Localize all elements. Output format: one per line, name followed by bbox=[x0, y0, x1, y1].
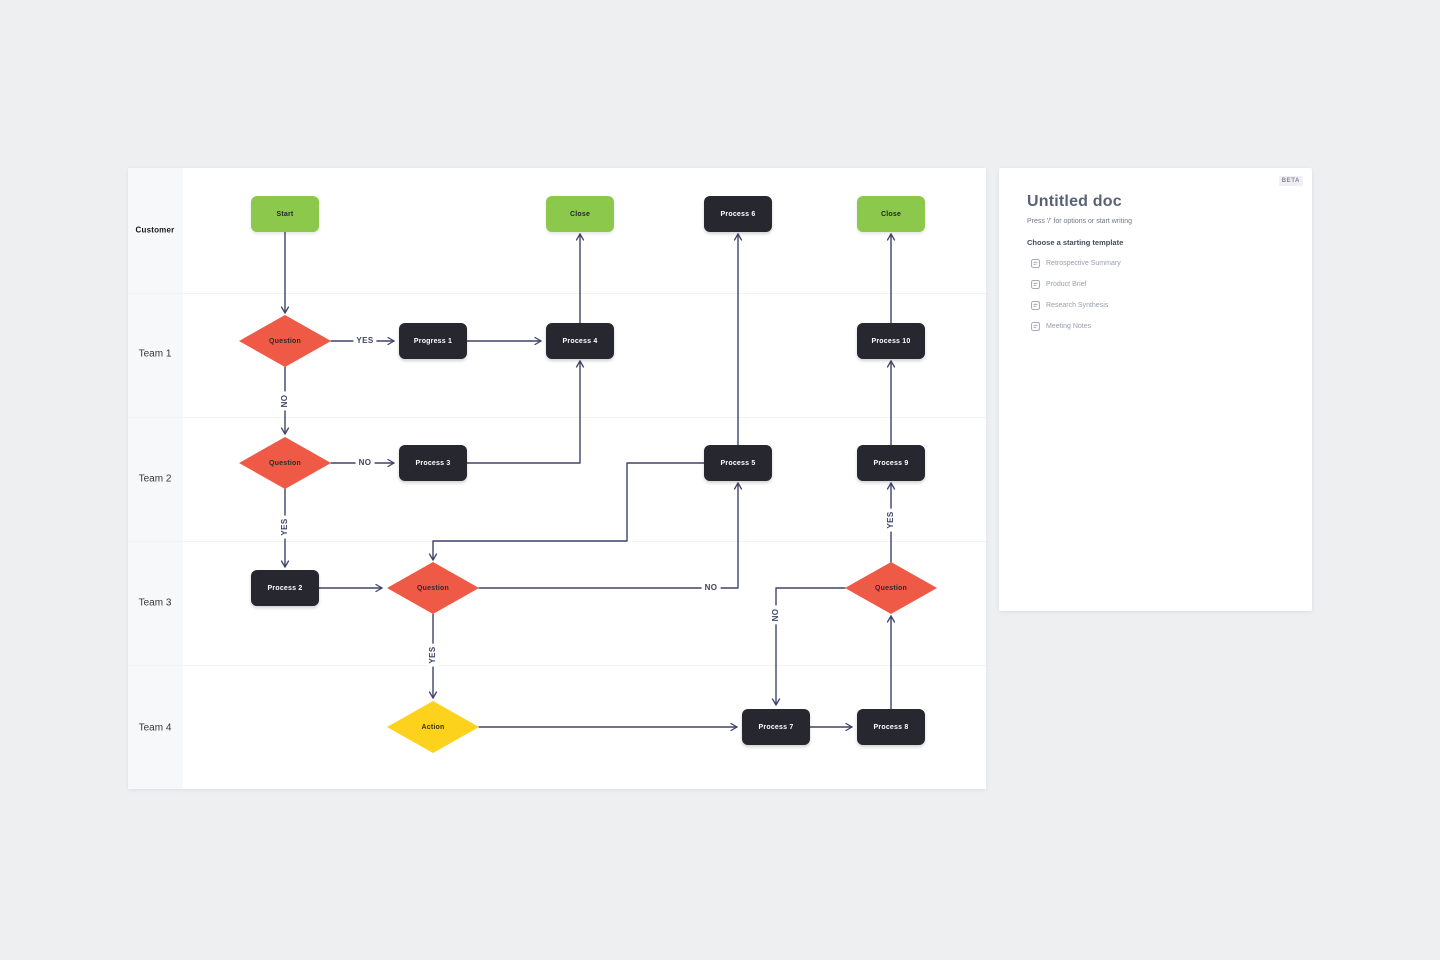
edge-label-yes[interactable]: YES bbox=[428, 643, 438, 667]
template-item-label: Retrospective Summary bbox=[1046, 260, 1121, 267]
document-template-icon bbox=[1031, 301, 1040, 310]
document-template-icon bbox=[1031, 322, 1040, 331]
swimlane-label-column bbox=[128, 168, 183, 789]
template-item-retrospective-summary[interactable]: Retrospective Summary bbox=[1027, 259, 1284, 268]
template-item-research-synthesis[interactable]: Research Synthesis bbox=[1027, 301, 1284, 310]
edge-process3-process4 bbox=[466, 360, 585, 464]
flowchart-canvas[interactable]: Customer Team 1 Team 2 Team 3 Team 4 YES bbox=[128, 168, 986, 789]
doc-editor-placeholder[interactable]: Press '/' for options or start writing bbox=[1027, 218, 1132, 225]
edge-process5-question3 bbox=[428, 462, 705, 561]
edge-label-yes[interactable]: YES bbox=[280, 515, 290, 539]
edge-label-yes[interactable]: YES bbox=[353, 336, 377, 346]
node-process-6[interactable]: Process 6 bbox=[704, 196, 772, 232]
lane-label-team1[interactable]: Team 1 bbox=[138, 348, 172, 360]
lane-divider bbox=[128, 665, 986, 666]
node-process-9[interactable]: Process 9 bbox=[857, 445, 925, 481]
node-close-2[interactable]: Close bbox=[857, 196, 925, 232]
document-template-icon bbox=[1031, 259, 1040, 268]
node-process-3[interactable]: Process 3 bbox=[399, 445, 467, 481]
templates-heading: Choose a starting template bbox=[1027, 238, 1124, 247]
beta-badge: BETA bbox=[1278, 176, 1303, 186]
template-item-label: Research Synthesis bbox=[1046, 302, 1109, 309]
lane-divider bbox=[128, 293, 986, 294]
node-process-8[interactable]: Process 8 bbox=[857, 709, 925, 745]
edge-label-no[interactable]: NO bbox=[355, 458, 375, 468]
lane-label-customer[interactable]: Customer bbox=[135, 225, 175, 235]
node-process-2[interactable]: Process 2 bbox=[251, 570, 319, 606]
node-progress-1[interactable]: Progress 1 bbox=[399, 323, 467, 359]
doc-panel: BETA Untitled doc Press '/' for options … bbox=[999, 168, 1312, 611]
doc-title[interactable]: Untitled doc bbox=[1027, 193, 1122, 210]
lane-label-team3[interactable]: Team 3 bbox=[138, 597, 172, 609]
lane-label-team2[interactable]: Team 2 bbox=[138, 473, 172, 485]
edge-question3-no-process5 bbox=[478, 482, 743, 589]
node-start[interactable]: Start bbox=[251, 196, 319, 232]
node-process-10[interactable]: Process 10 bbox=[857, 323, 925, 359]
templates-list: Retrospective Summary Product Brief bbox=[1027, 259, 1284, 331]
node-close-1[interactable]: Close bbox=[546, 196, 614, 232]
node-process-4[interactable]: Process 4 bbox=[546, 323, 614, 359]
template-item-product-brief[interactable]: Product Brief bbox=[1027, 280, 1284, 289]
edge-label-yes[interactable]: YES bbox=[886, 508, 896, 532]
template-item-label: Product Brief bbox=[1046, 281, 1087, 288]
lane-divider bbox=[128, 417, 986, 418]
template-item-meeting-notes[interactable]: Meeting Notes bbox=[1027, 322, 1284, 331]
node-process-7[interactable]: Process 7 bbox=[742, 709, 810, 745]
template-item-label: Meeting Notes bbox=[1046, 323, 1092, 330]
edge-label-no[interactable]: NO bbox=[771, 605, 781, 625]
edge-label-no[interactable]: NO bbox=[280, 391, 290, 411]
edge-label-no[interactable]: NO bbox=[701, 583, 721, 593]
document-template-icon bbox=[1031, 280, 1040, 289]
node-process-5[interactable]: Process 5 bbox=[704, 445, 772, 481]
lane-label-team4[interactable]: Team 4 bbox=[138, 722, 172, 734]
edge-question4-no-process7 bbox=[771, 587, 846, 706]
